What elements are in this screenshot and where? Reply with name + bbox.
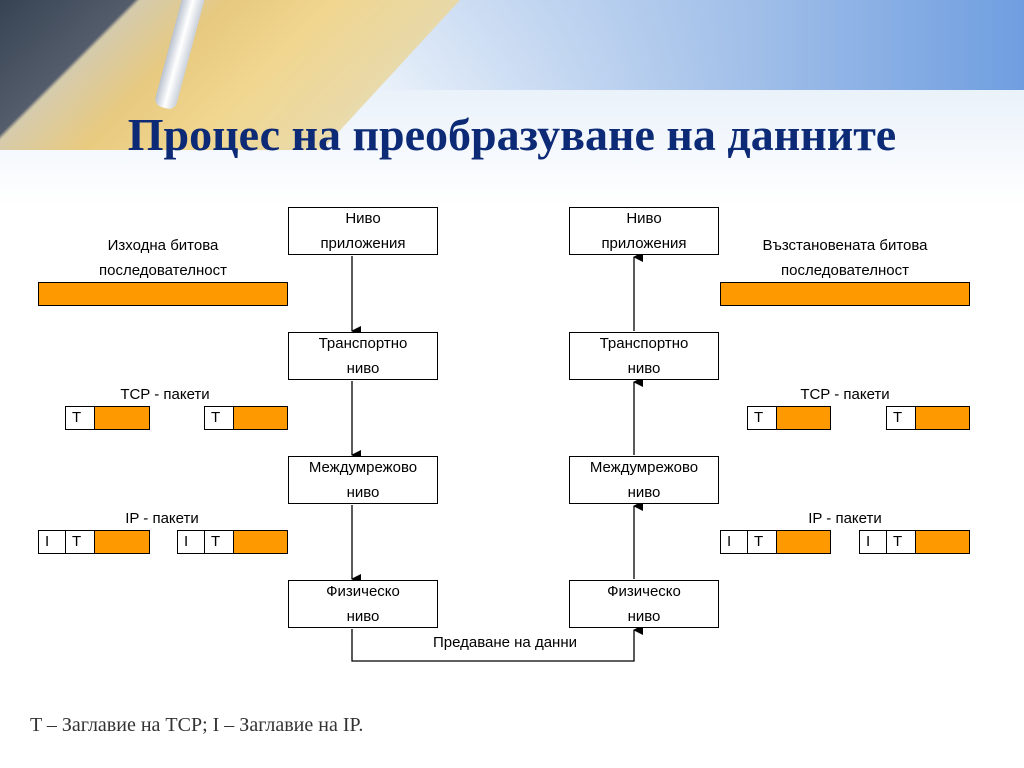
ip-payload: [233, 530, 288, 554]
tcp-header: T: [204, 530, 234, 554]
transmission-label: Предаване на данни: [432, 634, 577, 651]
restored-bits-label: Възстановената битова последователност: [762, 237, 928, 279]
tcp-payload: [94, 406, 150, 430]
tcp-payload: [233, 406, 288, 430]
ip-payload: [776, 530, 831, 554]
sender-physical-layer: Физическо ниво: [288, 580, 438, 628]
tcp-header: T: [747, 530, 777, 554]
receiver-internet-layer: Междумрежово ниво: [569, 456, 719, 504]
sender-transport-layer: Транспортно ниво: [288, 332, 438, 380]
page-title: Процес на преобразуване на данните: [127, 109, 897, 160]
ip-packets-label-right: IP - пакети: [808, 510, 882, 527]
tcp-payload: [776, 406, 831, 430]
tcp-payload: [915, 406, 970, 430]
tcp-header: T: [747, 406, 777, 430]
restored-bit-sequence: [720, 282, 970, 306]
source-bit-sequence: [38, 282, 288, 306]
tcp-header: T: [886, 406, 916, 430]
tcp-packets-label-right: TCP - пакети: [800, 386, 890, 403]
ip-header: I: [177, 530, 205, 554]
tcp-header: T: [65, 406, 95, 430]
legend-footnote: T – Заглавие на TCP; I – Заглавие на IP.: [30, 714, 364, 736]
tcp-packets-label-left: TCP - пакети: [120, 386, 210, 403]
ip-header: I: [720, 530, 748, 554]
tcp-header: T: [204, 406, 234, 430]
ip-header: I: [859, 530, 887, 554]
receiver-physical-layer: Физическо ниво: [569, 580, 719, 628]
transmission-path: [351, 625, 643, 662]
sender-internet-layer: Междумрежово ниво: [288, 456, 438, 504]
banner-gradient: [380, 0, 1024, 90]
ip-header: I: [38, 530, 66, 554]
source-bits-label: Изходна битова последователност: [99, 237, 227, 279]
tcp-header: T: [65, 530, 95, 554]
ip-payload: [94, 530, 150, 554]
receiver-transport-layer: Транспортно ниво: [569, 332, 719, 380]
receiver-application-layer: Ниво приложения: [569, 207, 719, 255]
ip-packets-label-left: IP - пакети: [125, 510, 199, 527]
sender-application-layer: Ниво приложения: [288, 207, 438, 255]
ip-payload: [915, 530, 970, 554]
tcp-header: T: [886, 530, 916, 554]
